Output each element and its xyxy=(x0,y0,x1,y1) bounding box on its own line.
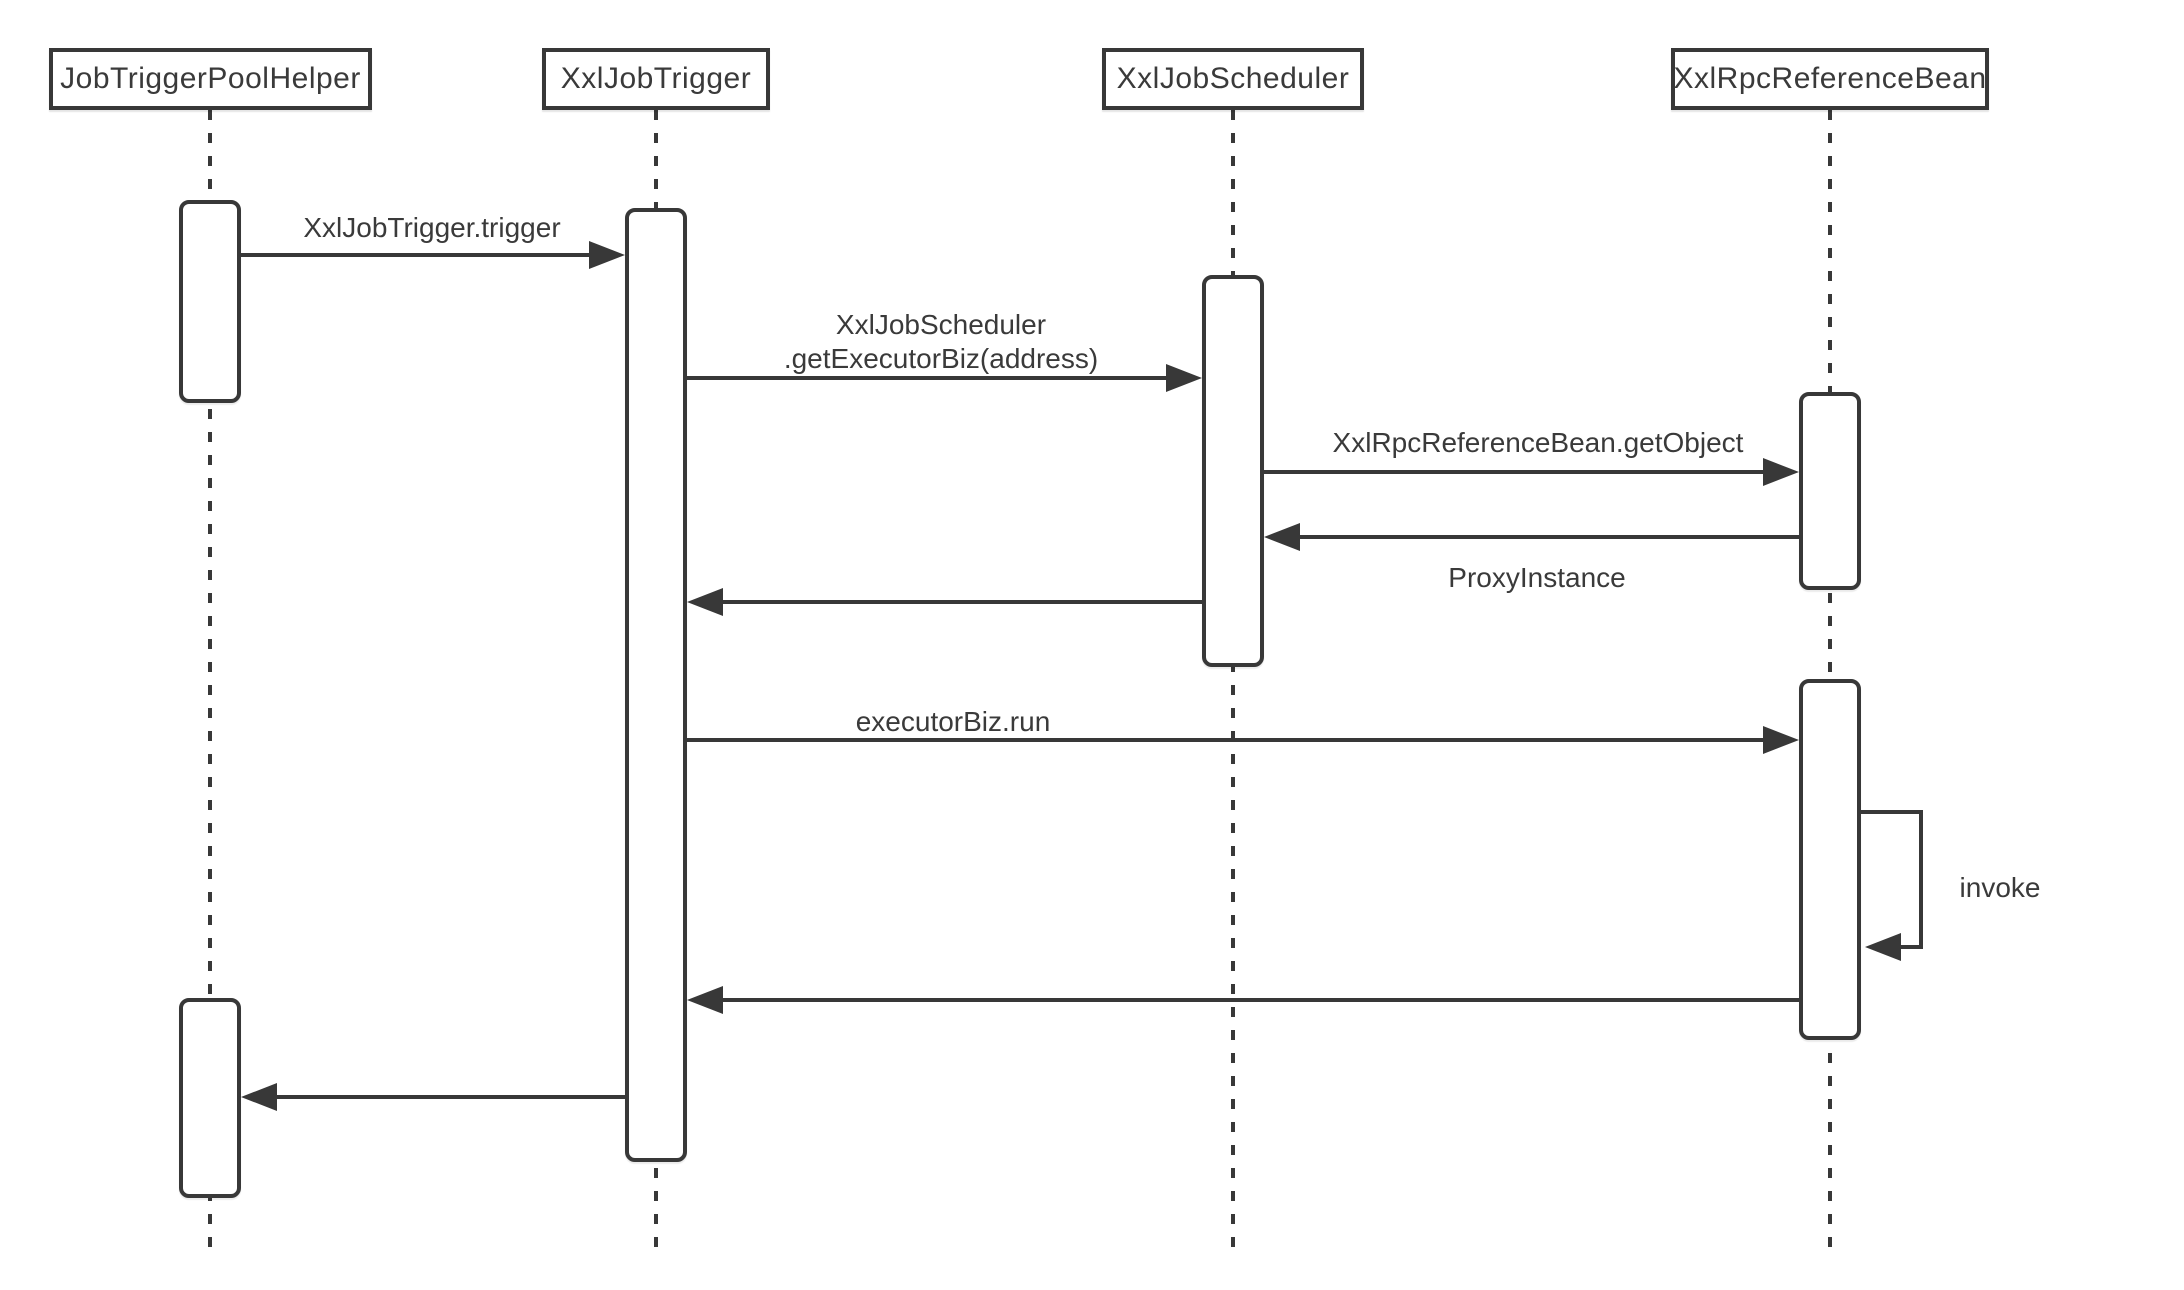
message-label-invoke: invoke xyxy=(1959,872,2041,903)
arrow-return-proxyinstance xyxy=(1264,523,1799,551)
activation-xxljobscheduler xyxy=(1202,275,1264,667)
participant-label: XxlJobTrigger xyxy=(560,62,752,95)
activation-xxlrpcreferencebean-1 xyxy=(1799,392,1861,590)
participant-box-jobtriggerpoolhelper: JobTriggerPoolHelper xyxy=(49,48,372,110)
activation-xxlrpcreferencebean-2 xyxy=(1799,679,1861,1040)
activation-jobtriggerpoolhelper-1 xyxy=(179,200,241,403)
arrow-executorbiz-run xyxy=(687,726,1799,754)
message-label-executorbiz-run: executorBiz.run xyxy=(855,706,1051,737)
activation-xxljobtrigger xyxy=(625,208,687,1162)
arrow-return-to-jobtriggerpoolhelper xyxy=(241,1083,625,1111)
arrow-return-to-xxljobtrigger-1 xyxy=(687,588,1202,616)
message-label-proxyinstance: ProxyInstance xyxy=(1448,562,1626,593)
arrow-self-invoke xyxy=(1861,810,1923,961)
participant-label: XxlJobScheduler xyxy=(1116,62,1350,95)
participant-label: JobTriggerPoolHelper xyxy=(60,62,361,95)
message-label-getexecutorbiz: XxlJobScheduler .getExecutorBiz(address) xyxy=(784,308,1098,376)
participant-box-xxljobtrigger: XxlJobTrigger xyxy=(542,48,770,110)
arrow-getexecutorbiz xyxy=(687,364,1202,392)
message-label-line2: .getExecutorBiz(address) xyxy=(783,343,1099,374)
message-label-line1: XxlJobScheduler xyxy=(835,309,1047,340)
activation-jobtriggerpoolhelper-2 xyxy=(179,998,241,1198)
participant-box-xxljobscheduler: XxlJobScheduler xyxy=(1102,48,1364,110)
participant-label: XxlRpcReferenceBean xyxy=(1673,62,1987,95)
participant-box-xxlrpcreferencebean: XxlRpcReferenceBean xyxy=(1671,48,1989,110)
message-label-trigger: XxlJobTrigger.trigger xyxy=(303,212,561,243)
arrow-return-to-xxljobtrigger-2 xyxy=(687,986,1799,1014)
arrow-xxljobtrigger-trigger xyxy=(241,241,625,269)
message-label-getobject: XxlRpcReferenceBean.getObject xyxy=(1332,427,1744,458)
arrow-getobject xyxy=(1264,458,1799,486)
